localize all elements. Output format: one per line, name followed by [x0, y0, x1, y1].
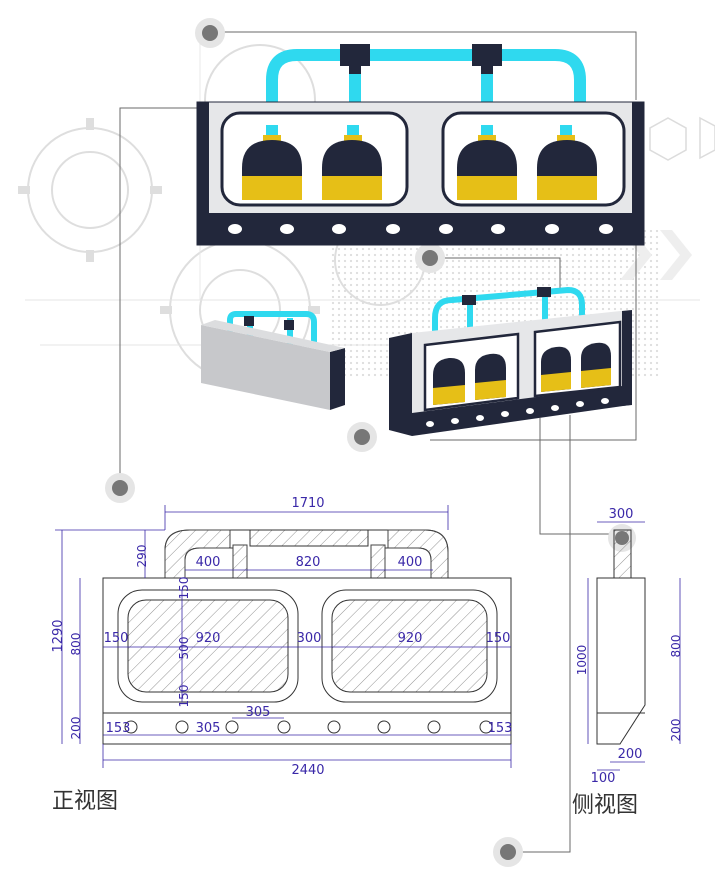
dim-pipe-mid: 820 — [296, 555, 321, 570]
side-view-dimension-lines — [587, 521, 681, 771]
dim-margin-right: 150 — [486, 631, 511, 646]
dim-total-width: 2440 — [291, 763, 324, 778]
dim-top-width: 1710 — [291, 496, 324, 511]
dim-hole-right: 153 — [488, 721, 513, 736]
hexagon-icon — [649, 116, 715, 161]
dim-hole-left: 153 — [106, 721, 131, 736]
front-view-dimension-labels: 1710 290 400 820 400 1290 800 200 150 92… — [51, 496, 512, 778]
front-view-dimension-lines — [55, 505, 512, 768]
side-view-dimension-labels: 300 1000 800 200 200 100 — [575, 507, 683, 786]
dim-side-total-height: 1000 — [575, 645, 589, 676]
side-view-drawing — [596, 529, 646, 745]
tank-icon — [242, 125, 597, 200]
dim-side-body: 800 — [669, 635, 683, 658]
base-holes — [124, 720, 493, 734]
dim-base-height: 200 — [69, 717, 83, 740]
side-view-caption: 侧视图 — [572, 793, 638, 818]
dim-hole-pitch-b: 305 — [246, 705, 271, 720]
base-holes — [228, 224, 613, 234]
connector-lines — [119, 31, 637, 853]
dim-window-gap: 300 — [297, 631, 322, 646]
dim-side-offset: 100 — [591, 771, 616, 786]
dim-body-height: 800 — [69, 633, 83, 656]
back-illustration — [201, 311, 345, 410]
dim-win-height: 500 — [177, 637, 191, 660]
dim-window-right: 920 — [398, 631, 423, 646]
front-view-drawing — [102, 529, 512, 745]
dim-hole-pitch-a: 305 — [196, 721, 221, 736]
front-illustration — [389, 287, 632, 436]
dim-pipe-right: 400 — [398, 555, 423, 570]
front-view-caption: 正视图 — [52, 789, 118, 814]
dim-side-bottom: 200 — [618, 747, 643, 762]
dim-pipe-height: 290 — [135, 545, 149, 568]
dim-pipe-left: 400 — [196, 555, 221, 570]
main-illustration — [196, 44, 645, 246]
tank-icon — [433, 342, 611, 405]
dim-side-top: 300 — [609, 507, 634, 522]
dim-window-left: 920 — [196, 631, 221, 646]
dim-side-base: 200 — [669, 719, 683, 742]
dim-win-top: 150 — [177, 577, 191, 600]
dim-win-bottom: 150 — [177, 685, 191, 708]
dim-total-height: 1290 — [51, 619, 66, 652]
dim-margin-left: 150 — [104, 631, 129, 646]
